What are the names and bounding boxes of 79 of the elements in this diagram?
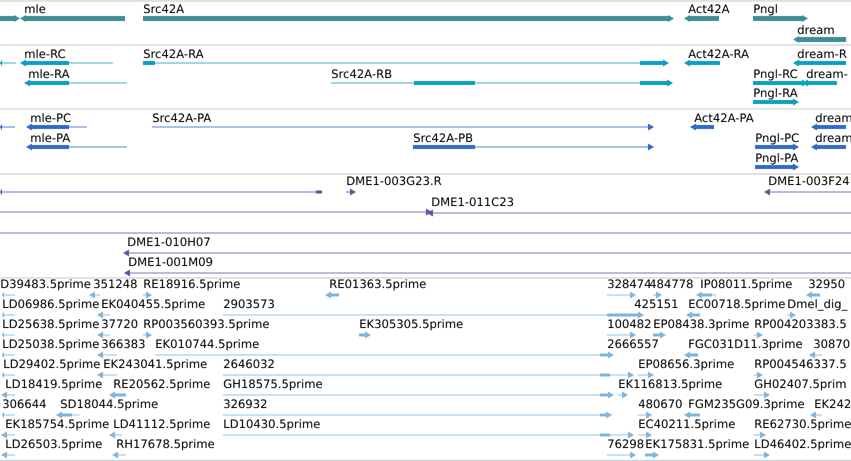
feature-label: RP003560393.5prime — [144, 319, 269, 330]
feature-label: DME1-011C23 — [432, 197, 514, 206]
feature-label: RE01363.5prime — [330, 279, 426, 290]
feature-label: EK040455.5prime — [102, 299, 205, 310]
feature-label: DME1-003F24 — [769, 176, 849, 186]
feature-label: FGM235G09.3prime — [689, 399, 804, 410]
feature-label: Pngl-PA — [756, 153, 798, 164]
feature-label: LD18419.5prime — [6, 379, 102, 390]
feature-label: EK185754.5prime — [6, 419, 109, 430]
feature-label: Act42A — [688, 4, 730, 14]
feature-label: LD10430.5prime — [224, 419, 320, 430]
feature-label: Pngl-PC — [756, 133, 799, 144]
feature-label: RP004203383.5 — [755, 319, 846, 328]
feature-label: DME1-003G23.R — [347, 176, 442, 186]
feature-label: Pngl-RA — [754, 88, 798, 100]
feature-label: DME1-001M09 — [129, 257, 212, 266]
feature-label: 2903573 — [224, 299, 274, 308]
feature-label: Act42A-PA — [694, 113, 754, 122]
feature-label: GH02407.5prim — [754, 379, 846, 390]
feature-label: mle-PC — [31, 113, 71, 122]
feature-label: Src42A-PB — [414, 133, 472, 142]
feature-label: mle-PA — [31, 133, 70, 142]
feature-label: 2666557 — [608, 339, 658, 348]
feature-label: EK175831.5prime — [646, 439, 749, 450]
feature-label: LD41112.5prime — [114, 419, 210, 430]
feature-label: EC00718.5prime — [689, 299, 785, 310]
feature-label: RH17678.5prime — [117, 439, 214, 450]
feature-label: FGC031D11.3prime — [689, 339, 802, 350]
feature-label: dream-R — [798, 49, 847, 58]
feature-label: mle-RC — [25, 49, 66, 58]
feature-label: 100482 — [608, 319, 650, 328]
feature-label: D39483.5prime — [1, 279, 90, 290]
feature-label: EP08656.3prime — [639, 359, 734, 370]
feature-label: EK242 — [815, 399, 850, 408]
feature-label: DME1-010H07 — [128, 237, 210, 246]
feature-label: 425151 — [634, 299, 678, 308]
feature-label: Src42A-RB — [332, 69, 392, 78]
feature-label: Pngl — [754, 4, 777, 16]
feature-label: Dmel_dig_ — [788, 299, 848, 311]
feature-label: 484778 — [650, 279, 693, 288]
feature-label: LD25038.5prime — [3, 339, 99, 350]
feature-label: 32950 — [809, 279, 844, 288]
feature-label: EK305305.5prime — [360, 319, 463, 330]
feature-label: EK243041.5prime — [104, 359, 207, 370]
feature-label: EK010744.5prime — [156, 339, 259, 350]
feature-label: LD26503.5prime — [6, 439, 102, 450]
feature-label: RE62730.5prime — [755, 419, 851, 430]
feature-label: mle-RA — [29, 69, 70, 78]
feature-label: LD06986.5prime — [3, 299, 99, 310]
feature-label: 2646032 — [224, 359, 274, 368]
feature-label: LD25638.5prime — [3, 319, 99, 330]
feature-label: mle — [25, 4, 46, 14]
feature-label: SD18044.5prime — [60, 399, 158, 410]
feature-label: Act42A-RA — [688, 49, 749, 58]
feature-label: Src42A — [144, 4, 184, 14]
feature-label: 37720 — [102, 319, 138, 328]
feature-label: dream- — [806, 69, 848, 78]
feature-label: LD29402.5prime — [4, 359, 100, 370]
feature-label: Src42A-PA — [152, 113, 212, 122]
feature-label: 480670 — [638, 399, 682, 408]
feature-label: 76298 — [608, 439, 644, 448]
feature-label: RE18916.5prime — [144, 279, 240, 290]
feature-label: EC40211.5prime — [639, 419, 735, 430]
feature-label: 351248 — [94, 279, 137, 288]
feature-label: 366383 — [102, 339, 145, 348]
feature-label: Src42A-RA — [144, 49, 204, 58]
feature-label: GH18575.5prime — [224, 379, 322, 390]
feature-label: 326932 — [224, 399, 266, 408]
feature-label: 306644 — [3, 399, 46, 408]
feature-label: 328474 — [608, 279, 651, 288]
feature-label: RE20562.5prime — [114, 379, 210, 390]
feature-label: LD46402.5prime — [755, 439, 851, 450]
feature-label: 30870 — [814, 339, 850, 348]
feature-label: EK116813.5prime — [619, 379, 722, 390]
feature-label: IP08011.5prime — [701, 279, 792, 290]
feature-label: EP08438.3prime — [654, 319, 749, 330]
feature-label: dream — [798, 25, 834, 34]
feature-label: Pngl-RC — [754, 69, 798, 80]
feature-label: RP004546337.5 — [755, 359, 846, 368]
